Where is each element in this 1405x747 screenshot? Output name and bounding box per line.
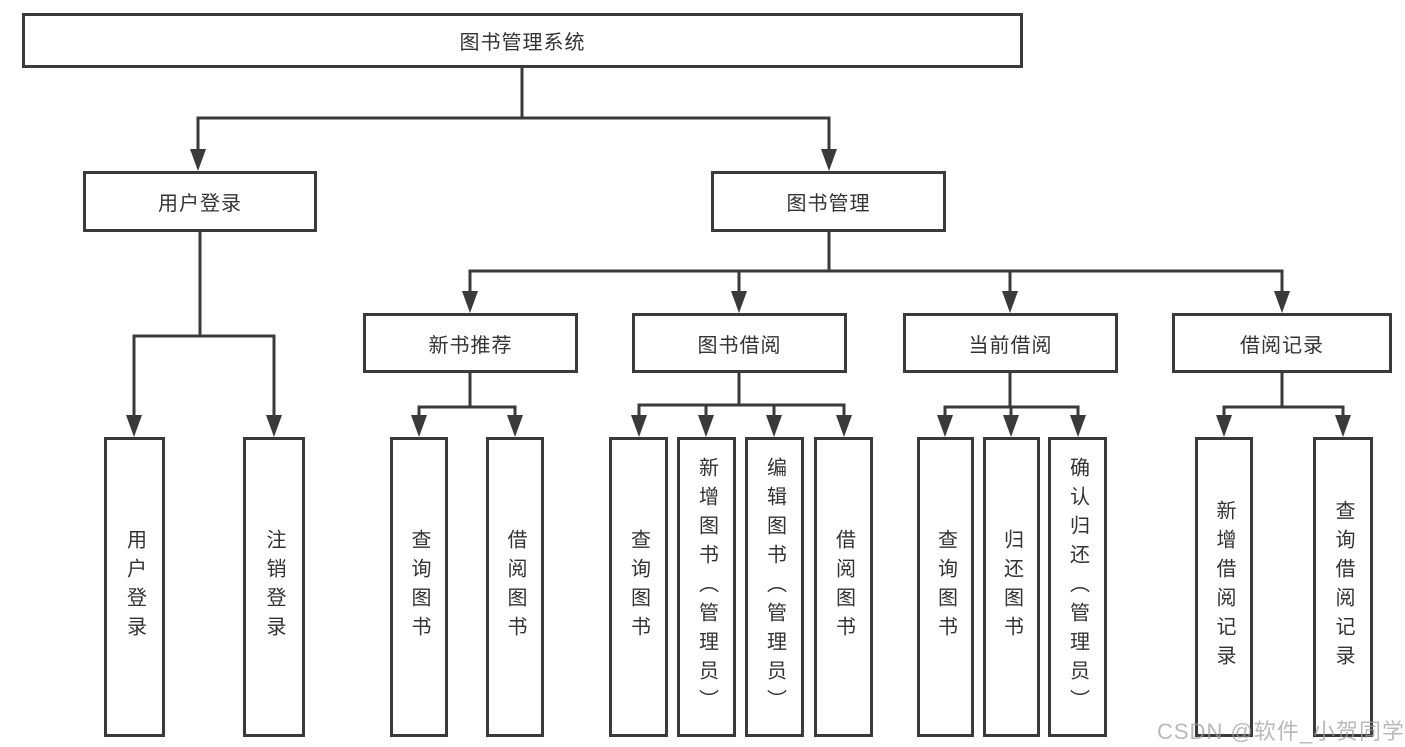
leaf-logout: 注销登录 bbox=[243, 437, 305, 737]
leaf-borrow-query-books-label: 查询图书 bbox=[627, 529, 650, 645]
leaf-borrow-borrow-books-label: 借阅图书 bbox=[832, 529, 855, 645]
leaf-newbook-borrow-books-label: 借阅图书 bbox=[504, 529, 526, 645]
node-book-management: 图书管理 bbox=[711, 171, 946, 232]
node-borrow-records-label: 借阅记录 bbox=[1240, 334, 1324, 357]
node-book-management-label: 图书管理 bbox=[786, 193, 871, 215]
node-root-label: 图书管理系统 bbox=[459, 32, 586, 54]
leaf-current-confirm-return-admin: 确认归还（管理员） bbox=[1048, 437, 1107, 737]
leaf-records-add-record-label: 新增借阅记录 bbox=[1213, 500, 1235, 674]
leaf-records-query-record: 查询借阅记录 bbox=[1313, 437, 1373, 737]
leaf-newbook-query-books: 查询图书 bbox=[390, 437, 448, 737]
leaf-borrow-add-book-admin-label: 新增图书（管理员） bbox=[695, 456, 718, 718]
node-new-book-recommend: 新书推荐 bbox=[363, 313, 578, 373]
node-current-borrow-label: 当前借阅 bbox=[968, 334, 1053, 357]
leaf-borrow-edit-book-admin: 编辑图书（管理员） bbox=[745, 437, 804, 737]
node-user-login: 用户登录 bbox=[83, 171, 317, 232]
leaf-user-login-label: 用户登录 bbox=[123, 529, 146, 645]
leaf-current-confirm-return-admin-label: 确认归还（管理员） bbox=[1066, 456, 1089, 718]
leaf-newbook-query-books-label: 查询图书 bbox=[408, 529, 430, 645]
leaf-records-add-record: 新增借阅记录 bbox=[1195, 437, 1253, 737]
leaf-current-return-books-label: 归还图书 bbox=[1000, 529, 1023, 645]
leaf-borrow-edit-book-admin-label: 编辑图书（管理员） bbox=[763, 456, 786, 718]
node-new-book-recommend-label: 新书推荐 bbox=[428, 334, 513, 357]
leaf-records-query-record-label: 查询借阅记录 bbox=[1332, 500, 1354, 674]
leaf-borrow-add-book-admin: 新增图书（管理员） bbox=[677, 437, 736, 737]
leaf-newbook-borrow-books: 借阅图书 bbox=[486, 437, 544, 737]
node-book-borrow: 图书借阅 bbox=[632, 313, 847, 373]
node-root-library-system: 图书管理系统 bbox=[22, 13, 1023, 68]
leaf-current-return-books: 归还图书 bbox=[983, 437, 1040, 737]
leaf-user-login: 用户登录 bbox=[104, 437, 165, 737]
node-book-borrow-label: 图书借阅 bbox=[697, 334, 782, 357]
node-user-login-label: 用户登录 bbox=[158, 193, 242, 215]
node-current-borrow: 当前借阅 bbox=[903, 313, 1118, 373]
leaf-current-query-books: 查询图书 bbox=[917, 437, 974, 737]
leaf-current-query-books-label: 查询图书 bbox=[934, 529, 957, 645]
arrowheads bbox=[126, 149, 1351, 437]
node-borrow-records: 借阅记录 bbox=[1172, 313, 1392, 373]
leaf-borrow-query-books: 查询图书 bbox=[609, 437, 668, 737]
leaf-borrow-borrow-books: 借阅图书 bbox=[814, 437, 873, 737]
leaf-logout-label: 注销登录 bbox=[263, 529, 285, 645]
csdn-watermark: CSDN @软件_小贺同学 bbox=[1157, 719, 1405, 744]
